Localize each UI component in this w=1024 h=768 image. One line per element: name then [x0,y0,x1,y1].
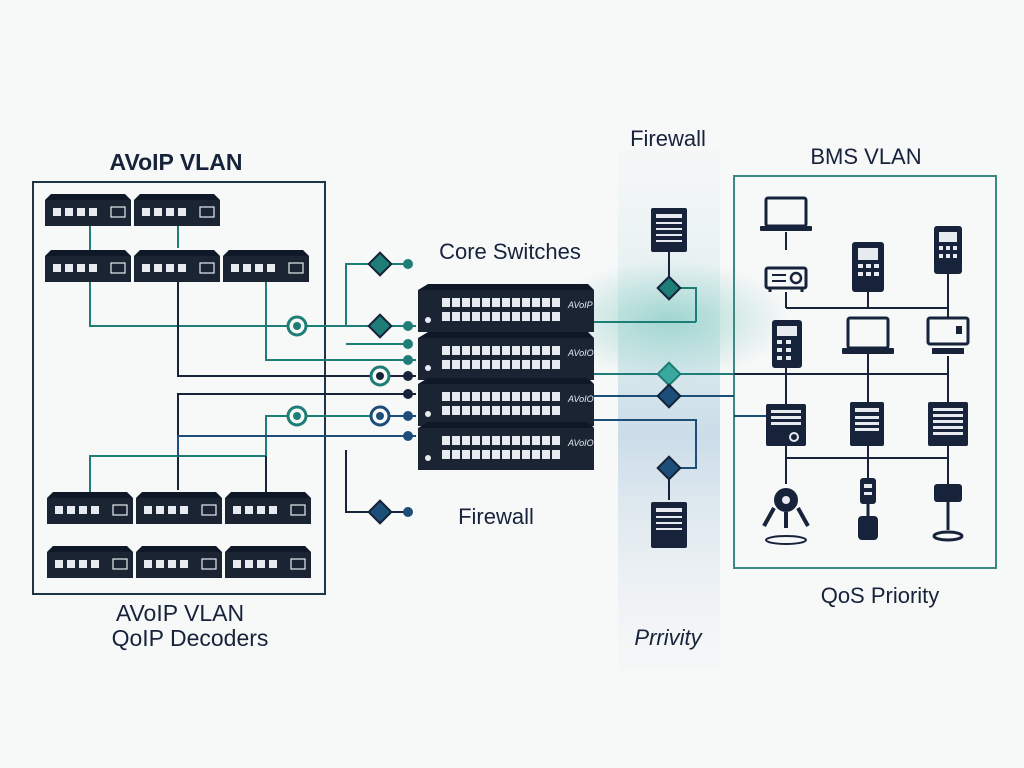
left-diamonds [367,251,393,525]
sensor-icon [858,478,878,540]
node-teal-3-core [293,412,301,420]
network-encoder-icon [134,250,220,282]
bms-wiring [734,232,949,484]
controller-icon [850,402,884,446]
network-encoder-icon [223,250,309,282]
node-blue-1-core [376,412,384,420]
firewall-glow [549,260,789,380]
network-encoder-icon [225,546,311,578]
tablet-icon [772,320,802,368]
avoip-vlan-top-label: AVoIP VLAN [110,149,243,175]
avoip-vlan-bottom-label: AVoIP VLAN [116,600,244,626]
dot-3 [403,339,413,349]
rack-switch-icon: AVoIO [418,378,594,426]
firewall-wiring [594,250,734,500]
dot-2 [403,321,413,331]
bms-devices [760,196,970,545]
dot-6 [403,389,413,399]
laptop-icon [760,196,812,231]
connector-nodes [286,259,413,517]
rack-switch-icon: AVoIO [418,332,594,380]
controller-icon [766,404,806,446]
fw-diamond-3 [656,383,682,409]
diamond-2 [367,313,393,339]
firewall-server-icon [651,208,687,252]
switch-brand-label: AVoIO [567,394,594,404]
network-encoder-icon [47,546,133,578]
bms-vlan-label: BMS VLAN [810,144,921,169]
bms-vlan-panel [733,175,997,569]
controller-icon [928,402,968,446]
monitor-icon [926,316,970,354]
fw-diamond-4 [656,455,682,481]
switch-brand-label: AVoIO [567,438,594,448]
privity-label: Prrivity [634,625,703,650]
core-switches-label: Core Switches [439,239,581,264]
sensor-icon [762,488,810,545]
switch-brand-label: AVoIO [567,348,594,358]
sensor-icon [932,484,964,542]
ip-phone-icon [852,242,884,292]
dot-4 [403,355,413,365]
firewall-top-label: Firewall [630,126,706,151]
network-encoder-icon [47,492,133,524]
firewall-server-icon [651,502,687,548]
fw-diamond-2 [656,361,682,387]
avoip-vlan-panel [32,181,326,595]
firewall-devices [651,208,687,548]
network-encoder-icon [45,250,131,282]
network-encoder-icon [136,546,222,578]
node-teal-2-core [376,372,384,380]
dot-7 [403,411,413,421]
network-encoder-icon [136,492,222,524]
dot-5 [403,371,413,381]
projector-icon [764,266,808,292]
dot-9 [403,507,413,517]
dot-8 [403,431,413,441]
node-teal-1-core [293,322,301,330]
rack-switch-icon: AVoIP [418,284,594,332]
diamond-1 [367,251,393,277]
fw-diamond-1 [656,275,682,301]
laptop-icon [842,316,894,354]
diamond-3 [367,499,393,525]
network-encoder-icon [225,492,311,524]
qos-priority-label: QoS Priority [821,583,940,608]
avoip-encoders [45,194,311,578]
network-encoder-icon [134,194,220,226]
qolp-decoders-label: QoIP Decoders [112,625,269,651]
ip-phone-icon [934,226,962,274]
dot-1 [403,259,413,269]
rack-switch-icon: AVoIO [418,422,594,470]
network-encoder-icon [45,194,131,226]
switch-brand-label: AVoIP [567,300,593,310]
firewall-mid-label: Firewall [458,504,534,529]
core-switches-stack: AVoIP AVoIO AVoIO AVoIO [418,284,594,470]
